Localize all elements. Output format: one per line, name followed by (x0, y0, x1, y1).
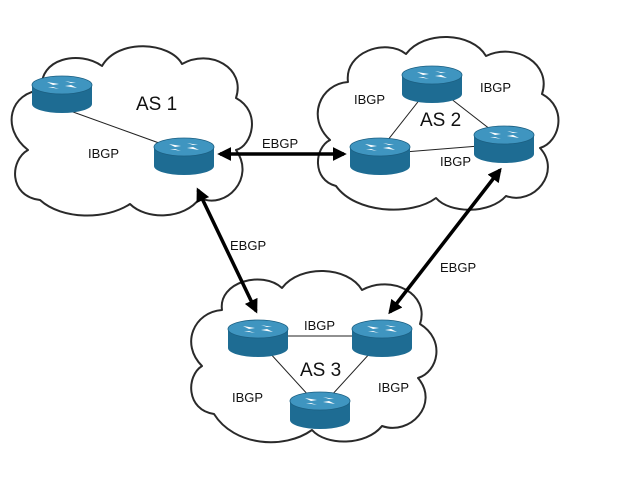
ebgp-label: EBGP (230, 238, 266, 253)
router-icon (153, 137, 215, 176)
cloud-as1 (10, 45, 253, 217)
ebgp-label: EBGP (262, 136, 298, 151)
ibgp-label: IBGP (480, 80, 511, 95)
ebgp-label: EBGP (440, 260, 476, 275)
as-label: AS 1 (136, 94, 177, 115)
as-label: AS 3 (300, 360, 341, 381)
ibgp-label: IBGP (354, 92, 385, 107)
router-icon (473, 125, 535, 164)
ibgp-label: IBGP (304, 318, 335, 333)
router-icon (289, 391, 351, 430)
router-icon (227, 319, 289, 358)
ebgp-links (196, 147, 502, 315)
ebgp-link-as2-as3 (388, 167, 502, 315)
ibgp-label: IBGP (440, 154, 471, 169)
router-icon (351, 319, 413, 358)
ibgp-label: IBGP (88, 146, 119, 161)
ebgp-link-as1-as3 (196, 187, 258, 314)
router-icon (401, 65, 463, 104)
as-label: AS 2 (420, 110, 461, 131)
ibgp-label: IBGP (378, 380, 409, 395)
router-icon (31, 75, 93, 114)
router-icon (349, 137, 411, 176)
ibgp-label: IBGP (232, 390, 263, 405)
